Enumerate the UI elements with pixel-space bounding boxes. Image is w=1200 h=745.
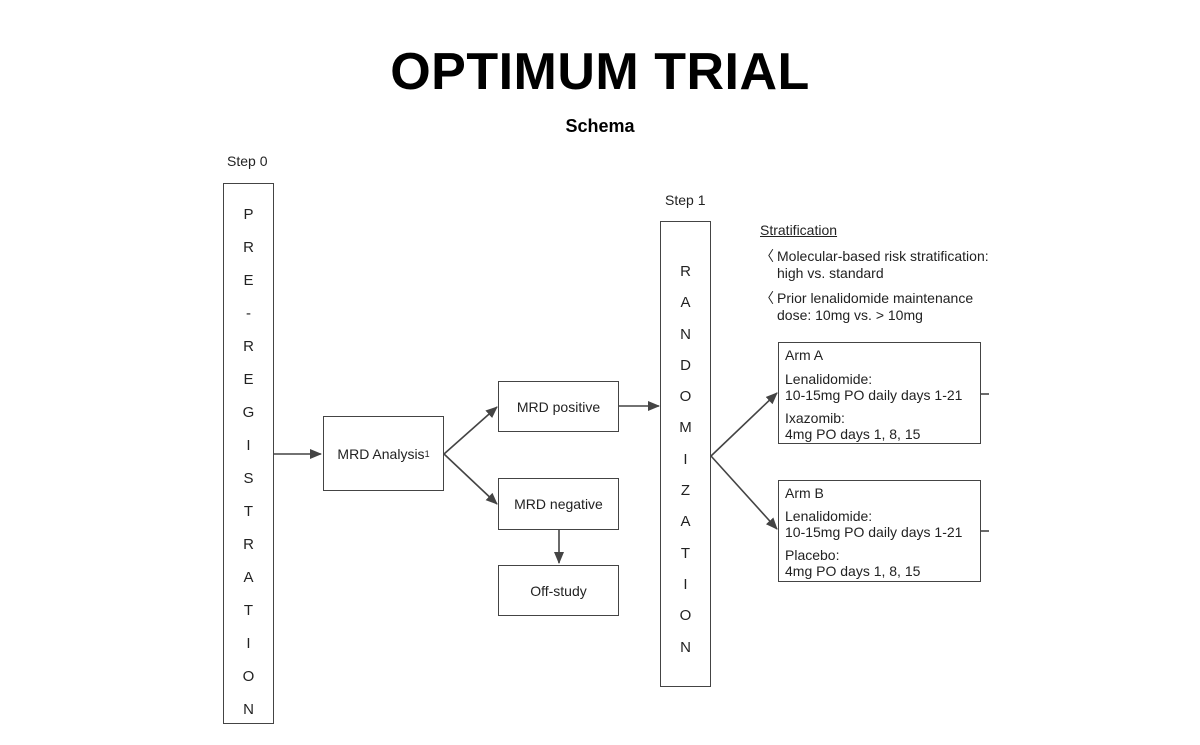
vertical-letter: P xyxy=(243,206,254,223)
vertical-letter: E xyxy=(243,371,254,388)
step1-label: Step 1 xyxy=(665,192,706,208)
vertical-letter: O xyxy=(679,607,692,625)
vertical-letter: N xyxy=(680,325,691,343)
bullet-icon: 〈 xyxy=(760,290,774,306)
vertical-letter: R xyxy=(243,536,254,553)
arrow-randomization-to-arm-a xyxy=(710,392,778,457)
mrd-negative-box: MRD negative xyxy=(498,478,619,530)
arm-a-drug1: Lenalidomide: xyxy=(785,371,873,387)
off-study-label: Off-study xyxy=(530,582,587,599)
arrow-mrd-analysis-to-negative xyxy=(443,453,498,505)
vertical-letter: - xyxy=(246,305,251,322)
vertical-letter: A xyxy=(680,294,691,312)
arrow-mrd-analysis-to-positive xyxy=(443,406,498,455)
vertical-letter: A xyxy=(243,569,254,586)
vertical-letter: O xyxy=(242,668,255,685)
vertical-letter: R xyxy=(243,338,254,355)
arm-b-title: Arm B xyxy=(785,485,824,501)
step0-label: Step 0 xyxy=(227,153,268,169)
vertical-letter: O xyxy=(679,388,692,406)
vertical-letter: M xyxy=(679,419,692,437)
page-title: OPTIMUM TRIAL xyxy=(390,43,810,101)
mrd-negative-label: MRD negative xyxy=(514,496,603,512)
mrd-positive-box: MRD positive xyxy=(498,381,619,432)
vertical-letter: R xyxy=(243,239,254,256)
vertical-letter: S xyxy=(243,470,254,487)
arm-a-dose2: 4mg PO days 1, 8, 15 xyxy=(785,426,921,442)
vertical-letter: N xyxy=(680,638,691,656)
vertical-letter: R xyxy=(680,263,691,280)
off-study-box: Off-study xyxy=(498,565,619,616)
arm-b-drug1: Lenalidomide: xyxy=(785,508,873,524)
stratification-item-text: Molecular-based risk stratification: hig… xyxy=(777,248,989,281)
vertical-letter: D xyxy=(680,356,691,374)
page-subtitle: Schema xyxy=(565,116,635,136)
vertical-letter: E xyxy=(243,272,254,289)
arm-a-drug2: Ixazomib: xyxy=(785,410,845,426)
vertical-letter: I xyxy=(246,437,251,454)
stratification-item-text: Prior lenalidomide maintenance dose: 10m… xyxy=(777,290,974,323)
arm-b-box: Arm B Lenalidomide: 10-15mg PO daily day… xyxy=(778,480,981,582)
vertical-letter: G xyxy=(242,404,255,421)
mrd-analysis-footnote: 1 xyxy=(424,448,430,459)
vertical-letter: T xyxy=(243,503,254,520)
vertical-letter: I xyxy=(683,575,688,593)
vertical-letter: I xyxy=(683,450,688,468)
vertical-letter: I xyxy=(246,635,251,652)
vertical-letter: N xyxy=(243,701,254,718)
vertical-letter: T xyxy=(243,602,254,619)
vertical-letter: Z xyxy=(680,482,691,500)
arm-b-dose1: 10-15mg PO daily days 1-21 xyxy=(785,524,963,540)
vertical-letter: A xyxy=(680,513,691,531)
arm-b-drug2: Placebo: xyxy=(785,547,840,563)
arm-b-dose2: 4mg PO days 1, 8, 15 xyxy=(785,563,921,579)
arrow-randomization-to-arm-b xyxy=(710,455,778,530)
arm-a-dose1: 10-15mg PO daily days 1-21 xyxy=(785,387,963,403)
arm-a-title: Arm A xyxy=(785,347,824,363)
mrd-analysis-label: MRD Analysis xyxy=(337,445,425,462)
bullet-icon: 〈 xyxy=(760,248,774,264)
mrd-positive-label: MRD positive xyxy=(516,398,601,415)
arm-a-box: Arm A Lenalidomide: 10-15mg PO daily day… xyxy=(778,342,981,444)
vertical-letter: T xyxy=(680,544,691,562)
stratification-heading: Stratification xyxy=(760,222,838,238)
